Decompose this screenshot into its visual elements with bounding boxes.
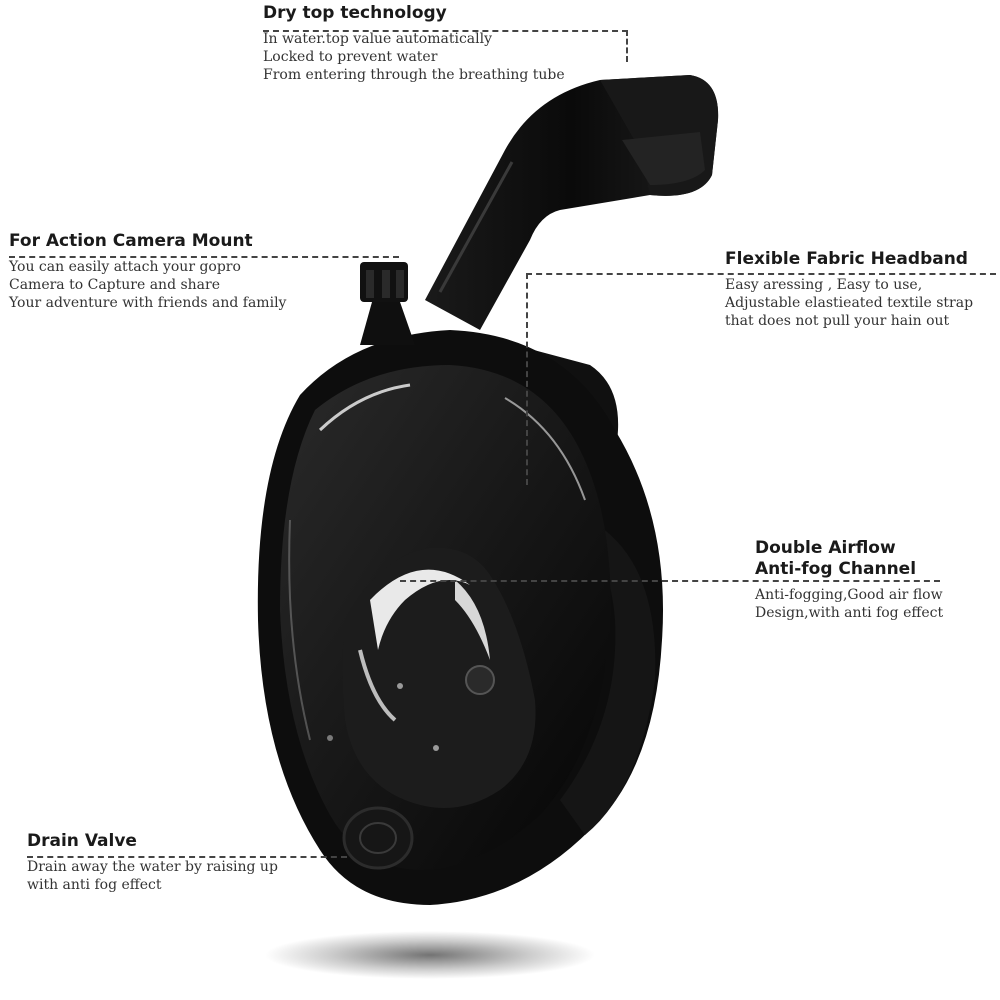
title-line: Double Airflow [755,538,896,558]
snorkel-tube [425,75,719,330]
description-line: Camera to Capture and share [9,277,221,293]
camera-mount-description: You can easily attach your gopro Camera … [9,258,286,312]
drain-valve-title: Drain Valve [27,831,137,851]
airflow-title: Double Airflow Anti-fog Channel [755,538,943,580]
title-line: Anti-fog Channel [755,559,917,579]
description-line: Drain away the water by raising up [27,859,278,875]
airflow-description: Anti-fogging,Good air flow Design,with a… [755,586,943,622]
dry-top-description: In water.top value automatically Locked … [263,30,565,84]
description-line: Design,with anti fog effect [755,605,944,621]
callout-headband: Flexible Fabric Headband Easy aressing ,… [725,249,973,330]
description-line: that does not pull your hain out [725,313,950,329]
description-line: Your adventure with friends and family [9,295,287,311]
description-line: Adjustable elastieated textile strap [725,295,974,311]
callout-camera-mount: For Action Camera Mount You can easily a… [9,231,286,312]
callout-airflow: Double Airflow Anti-fog Channel Anti-fog… [755,538,943,622]
airflow-leader [400,580,940,582]
dry-top-leader [263,30,628,32]
floor-shadow [265,931,595,979]
headband-description: Easy aressing , Easy to use, Adjustable … [725,276,973,330]
description-line: with anti fog effect [27,877,162,893]
drain-valve-description: Drain away the water by raising up with … [27,858,278,894]
description-line: From entering through the breathing tube [263,67,565,83]
description-line: You can easily attach your gopro [9,259,241,275]
dry-top-leader-vertical [626,30,628,62]
headband-title: Flexible Fabric Headband [725,249,968,269]
valve-vent [465,665,495,695]
headband-leader [526,273,996,275]
drain-valve-leader [27,856,347,858]
camera-mount-leader [9,256,399,258]
headband-leader-vertical [526,273,528,485]
description-line: Easy aressing , Easy to use, [725,277,923,293]
dry-top-title: Dry top technology [263,3,447,23]
description-line: Locked to prevent water [263,49,438,65]
callout-dry-top: Dry top technology In water.top value au… [263,3,565,84]
callout-drain-valve: Drain Valve Drain away the water by rais… [27,831,278,894]
camera-mount-title: For Action Camera Mount [9,231,253,251]
description-line: In water.top value automatically [263,31,492,47]
drain-valve-housing [342,806,414,870]
description-line: Anti-fogging,Good air flow [755,587,943,603]
camera-mount [360,262,415,345]
